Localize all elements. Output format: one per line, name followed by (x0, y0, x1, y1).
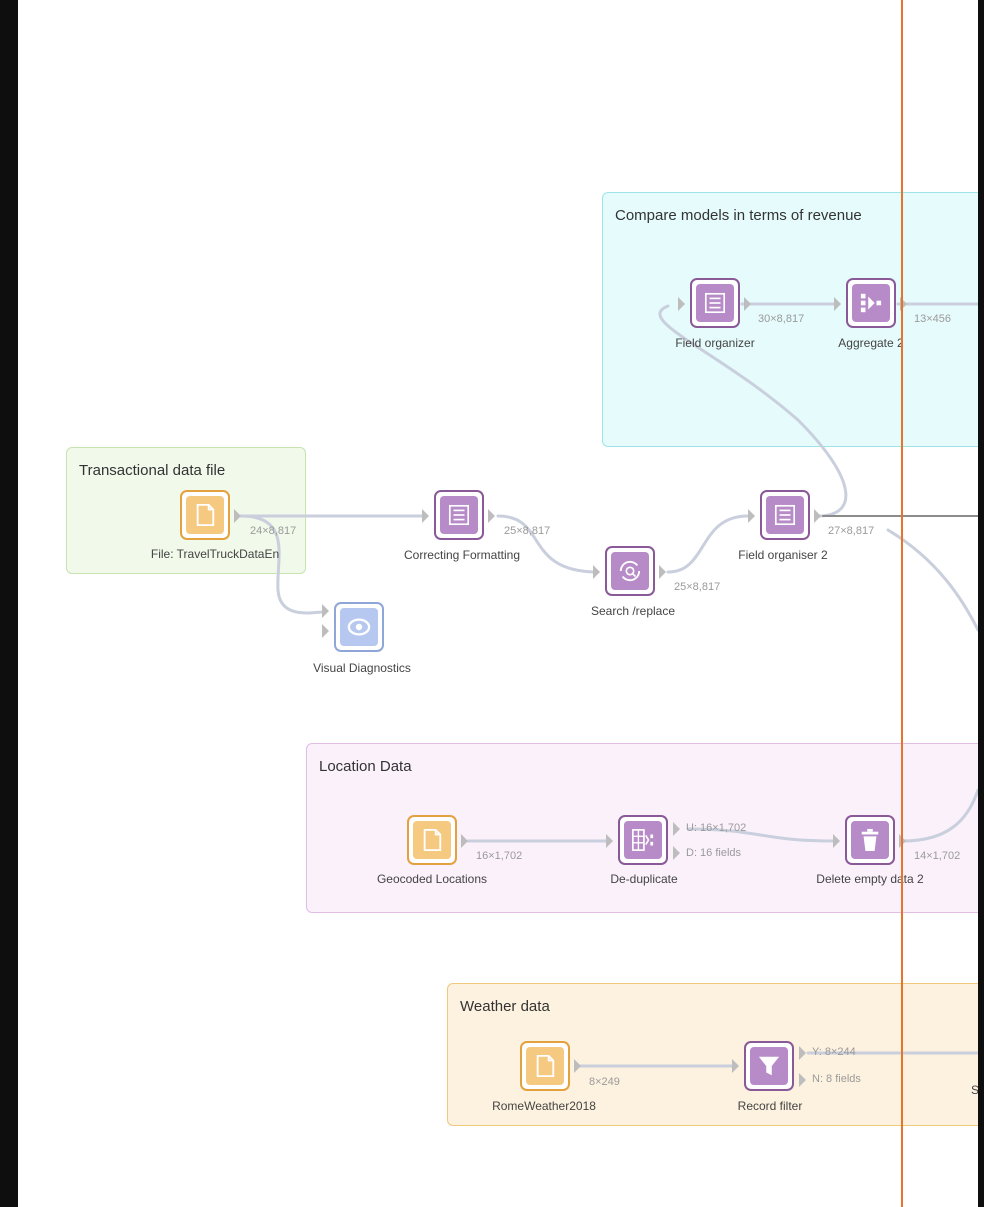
list-icon (704, 292, 726, 314)
output-port-no[interactable] (799, 1073, 806, 1087)
output-port[interactable] (488, 509, 495, 523)
node-label: Search /replace (590, 604, 676, 618)
node-dims: 24×8,817 (250, 525, 297, 537)
group-title: Location Data (319, 758, 412, 775)
output-port-yes[interactable] (799, 1046, 806, 1060)
node-label: Delete empty data 2 (816, 872, 924, 886)
wire-file-to-visual (239, 514, 325, 615)
wire-fieldorg2-to-fieldorg (658, 304, 848, 518)
node-dims-duplicate: D: 16 fields (686, 847, 742, 859)
output-port[interactable] (744, 297, 751, 311)
node-rome-weather[interactable] (520, 1041, 570, 1091)
file-icon (536, 1054, 555, 1078)
node-geocoded-locations[interactable] (407, 815, 457, 865)
input-port[interactable] (606, 834, 613, 848)
node-field-organiser-2[interactable] (760, 490, 810, 540)
output-port[interactable] (659, 565, 666, 579)
node-label: File: TravelTruckDataEn (150, 547, 280, 561)
output-port[interactable] (234, 509, 241, 523)
workflow-canvas[interactable]: Compare models in terms of revenue Trans… (18, 0, 978, 1207)
output-port[interactable] (461, 834, 468, 848)
group-compare-models[interactable]: Compare models in terms of revenue (602, 192, 978, 447)
node-aggregate-2[interactable] (846, 278, 896, 328)
search-replace-icon (619, 560, 641, 582)
wire-search-to-fieldorg2 (666, 514, 750, 574)
input-port[interactable] (422, 509, 429, 523)
input-port[interactable] (322, 604, 329, 618)
node-label: Correcting Formatting (403, 548, 521, 562)
node-label: Record filter (737, 1099, 803, 1113)
aggregate-icon (860, 293, 882, 313)
node-dims-unique: U: 16×1,702 (686, 822, 747, 834)
wire-dedup-to-delete (686, 827, 835, 843)
list-icon (774, 504, 796, 526)
node-label: Geocoded Locations (376, 872, 488, 886)
node-file-travel[interactable] (180, 490, 230, 540)
node-dims: 27×8,817 (828, 525, 875, 537)
node-dims: 13×456 (914, 313, 952, 325)
node-label: Visual Diagnostics (313, 661, 411, 675)
input-port[interactable] (678, 297, 685, 311)
eye-icon (347, 618, 371, 636)
node-delete-empty-data-2[interactable] (845, 815, 895, 865)
output-port[interactable] (814, 509, 821, 523)
node-dims-no: N: 8 fields (812, 1073, 861, 1085)
input-port[interactable] (322, 624, 329, 638)
dedup-icon (632, 829, 654, 851)
node-dims: 25×8,817 (504, 525, 551, 537)
node-dims: 8×249 (589, 1076, 620, 1088)
node-record-filter[interactable] (744, 1041, 794, 1091)
node-search-replace[interactable] (605, 546, 655, 596)
file-icon (196, 503, 215, 527)
connection-wires (239, 302, 978, 1068)
list-icon (448, 504, 470, 526)
wire-delete-out (901, 788, 978, 843)
node-label: Aggregate 2 (838, 336, 904, 350)
node-dims-yes: Y: 8×244 (812, 1046, 856, 1058)
file-icon (423, 828, 442, 852)
node-dims: 14×1,702 (914, 850, 961, 862)
group-title: Transactional data file (79, 462, 226, 479)
node-dims: 25×8,817 (674, 581, 721, 593)
node-label: De-duplicate (610, 872, 678, 886)
input-port[interactable] (834, 297, 841, 311)
node-label: RomeWeather2018 (492, 1099, 596, 1113)
node-dims: 30×8,817 (758, 313, 805, 325)
output-port[interactable] (900, 297, 907, 311)
node-label: Field organizer (675, 336, 755, 350)
node-visual-diagnostics[interactable] (334, 602, 384, 652)
node-label-cut-off: S (970, 1083, 978, 1097)
trash-icon (861, 828, 879, 852)
orange-guide-line (901, 0, 903, 1207)
group-transactional-data[interactable]: Transactional data file (66, 447, 306, 574)
node-field-organizer[interactable] (690, 278, 740, 328)
output-port-duplicate[interactable] (673, 846, 680, 860)
node-correcting-formatting[interactable] (434, 490, 484, 540)
group-title: Weather data (460, 998, 550, 1015)
wire-fieldorg2-down (886, 528, 978, 632)
input-port[interactable] (593, 565, 600, 579)
node-de-duplicate[interactable] (618, 815, 668, 865)
filter-icon (758, 1056, 780, 1076)
output-port[interactable] (574, 1059, 581, 1073)
input-port[interactable] (833, 834, 840, 848)
input-port[interactable] (748, 509, 755, 523)
node-label: Field organiser 2 (738, 548, 828, 562)
input-port[interactable] (732, 1059, 739, 1073)
output-port-unique[interactable] (673, 822, 680, 836)
wire-correcting-to-search (496, 514, 600, 574)
node-dims: 16×1,702 (476, 850, 523, 862)
group-title: Compare models in terms of revenue (615, 207, 862, 224)
